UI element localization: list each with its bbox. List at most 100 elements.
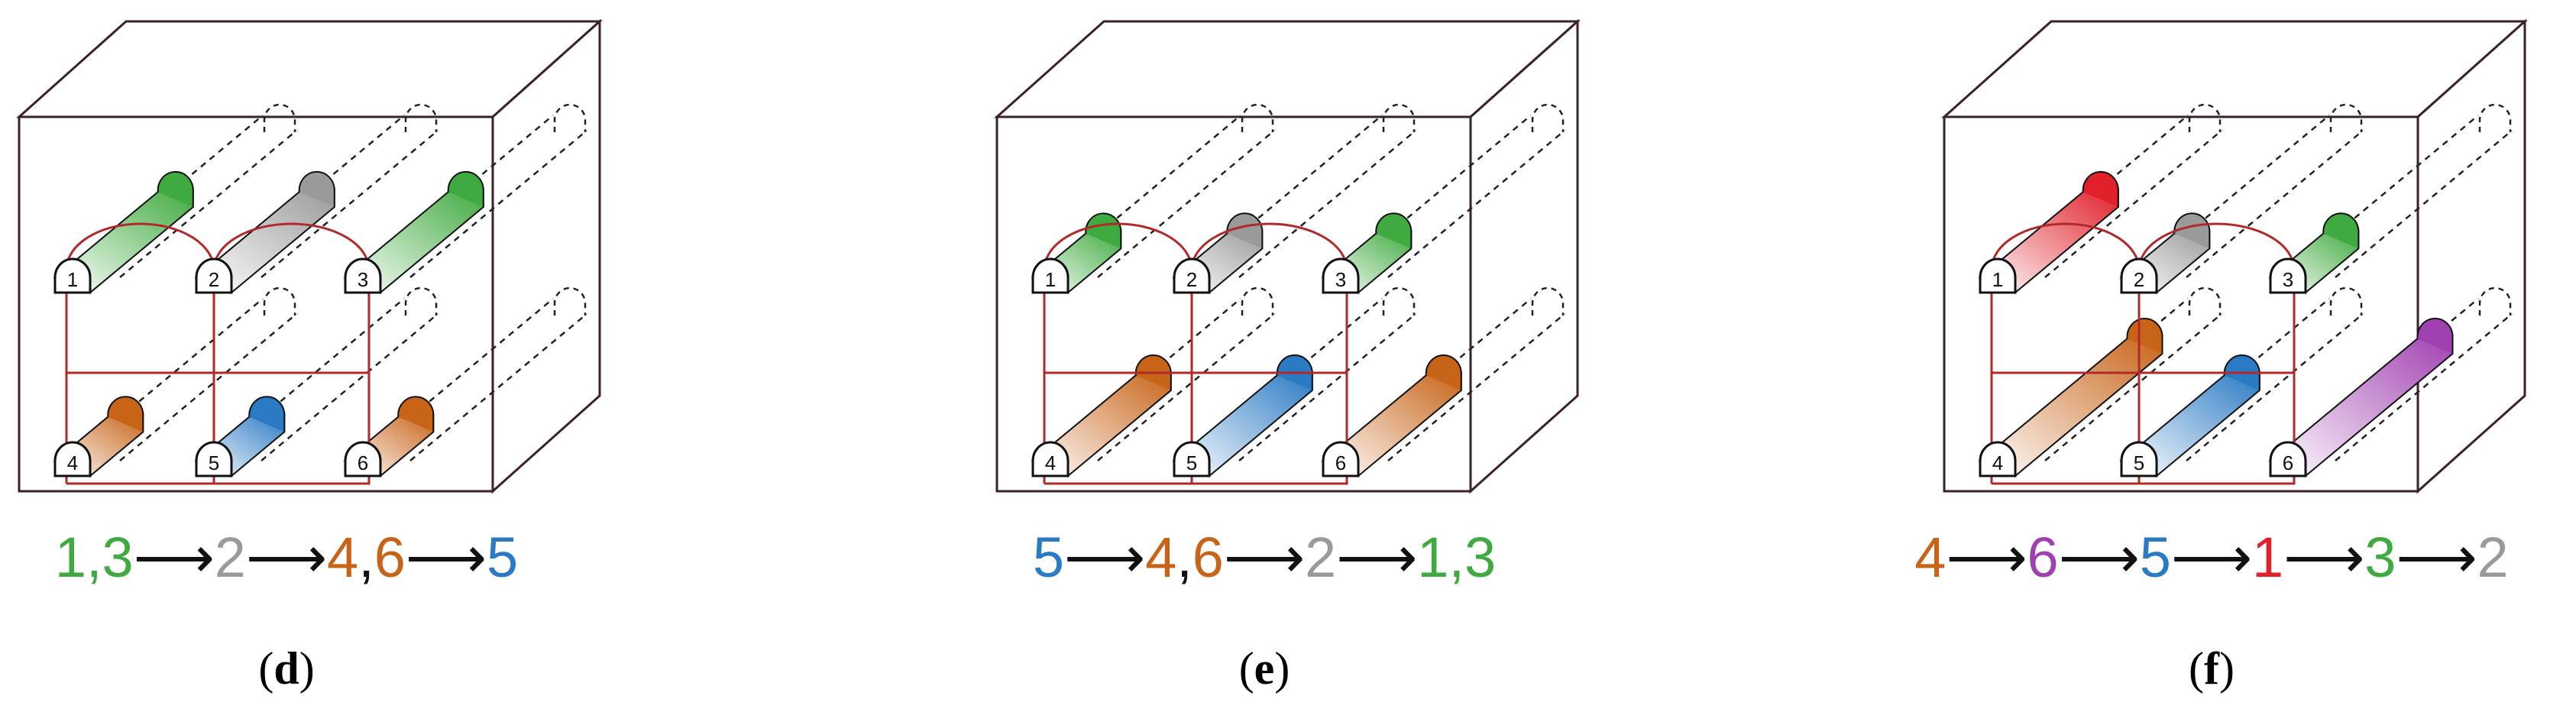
- segment-end-cap: [2082, 170, 2119, 207]
- tunnel-axis-line: [1097, 313, 1275, 461]
- segment-end-cap: [1425, 354, 1462, 390]
- tunnel-far-end: [263, 286, 296, 316]
- tunnel-number: 3: [2283, 268, 2293, 291]
- tunnel-section-1: 1: [1979, 257, 2017, 294]
- tunnel-sections: 1 2 3 4 5 6: [1979, 257, 2307, 477]
- segment-end-cap: [397, 396, 435, 432]
- panel-caption: (d): [258, 643, 314, 694]
- tunnel-number: 6: [1335, 451, 1346, 474]
- tunnel-section-5: 5: [195, 441, 233, 477]
- tunnel-number: 5: [1186, 451, 1197, 474]
- sequence-token: ⟶: [1946, 526, 2027, 589]
- sequence-token: ⟶: [1336, 526, 1417, 589]
- tunnel-axis-line: [2044, 130, 2222, 278]
- tunnel-section-3: 3: [2269, 257, 2307, 294]
- tunnel-axis-line: [1387, 130, 1565, 278]
- tunnel-axis-line: [1238, 130, 1416, 278]
- tunnel-section-4: 4: [53, 441, 92, 477]
- tunnel-section-4: 4: [1979, 441, 2017, 477]
- tunnel-axis-line: [1238, 313, 1416, 461]
- tunnel-far-end: [2329, 286, 2363, 316]
- sequence-token: 4: [1145, 526, 1176, 589]
- segment-end-cap: [447, 170, 484, 207]
- tunnel-axis-line: [2335, 130, 2513, 278]
- tunnel-number: 2: [209, 268, 219, 291]
- sequence-token: 2: [1305, 526, 1336, 589]
- segment-end-cap: [2126, 317, 2163, 354]
- rock-block: [1941, 18, 2528, 494]
- tunnel-axis-line: [409, 130, 587, 278]
- tunnel-number: 4: [1045, 451, 1056, 474]
- segment-end-cap: [107, 396, 144, 432]
- tunnel-section-3: 3: [1322, 257, 1360, 294]
- sequence-token: ⟶: [1064, 526, 1145, 589]
- excavated-segments: [1031, 212, 1462, 478]
- tunnel-axis-line: [2186, 313, 2364, 461]
- tunnel-number: 1: [67, 268, 78, 291]
- tunnel-number: 6: [358, 451, 368, 474]
- excavation-sequence: 4⟶6⟶5⟶1⟶3⟶2: [1914, 526, 2508, 589]
- rock-block: [16, 18, 603, 494]
- tunnel-section-2: 2: [195, 257, 233, 294]
- tunnel-section-2: 2: [1173, 257, 1211, 294]
- sequence-token: ⟶: [134, 526, 215, 589]
- sequence-token: ,: [1176, 526, 1193, 589]
- sequence-token: 5: [1033, 526, 1064, 589]
- sequence-token: 1,3: [55, 526, 134, 589]
- tunnel-number: 6: [2283, 451, 2293, 474]
- excavated-segments: [1978, 170, 2454, 478]
- segment-end-cap: [298, 170, 335, 207]
- block-front-face: [995, 115, 1472, 493]
- tunnel-axis-line: [261, 130, 439, 278]
- sequence-token: 4: [327, 526, 358, 589]
- sequence-token: 3: [2364, 526, 2396, 589]
- tunnel-section-6: 6: [2269, 441, 2307, 477]
- rock-block: [994, 18, 1581, 494]
- tunnel-section-5: 5: [1173, 441, 1211, 477]
- sequence-token: 2: [215, 526, 246, 589]
- excavated-segments: [53, 170, 484, 478]
- tunnel-axis-line: [409, 313, 587, 461]
- tunnel-number: 3: [358, 268, 368, 291]
- tunnel-number: 4: [67, 451, 78, 474]
- sequence-token: ⟶: [406, 526, 487, 589]
- sequence-token: 6: [1193, 526, 1224, 589]
- panel-caption: (f): [2189, 643, 2235, 694]
- tunnel-section-2: 2: [2120, 257, 2158, 294]
- tunnel-axis-line: [1097, 130, 1275, 278]
- segment-end-cap: [248, 396, 286, 432]
- segment-end-cap: [157, 170, 194, 207]
- sequence-token: ⟶: [246, 526, 327, 589]
- tunnel-axis-line: [2335, 313, 2513, 461]
- tunnel-number: 5: [209, 451, 219, 474]
- segment-end-cap: [2322, 212, 2360, 249]
- tunnel-number: 3: [1335, 268, 1346, 291]
- tunnel-number: 4: [1992, 451, 2003, 474]
- tunnel-axis-line: [119, 313, 297, 461]
- excavation-sequence: 1,3⟶2⟶4,6⟶5: [55, 526, 518, 589]
- segment-end-cap: [1375, 212, 1413, 249]
- tunnel-section-1: 1: [1031, 257, 1070, 294]
- tunnel-number: 1: [1045, 268, 1056, 291]
- sequence-token: 6: [2027, 526, 2059, 589]
- sequence-token: 2: [2477, 526, 2509, 589]
- tunnel-section-6: 6: [1322, 441, 1360, 477]
- tunnel-far-end: [1382, 286, 1416, 316]
- segment-end-cap: [1085, 212, 1122, 249]
- sequence-token: ⟶: [2283, 526, 2364, 589]
- tunnel-number: 1: [1992, 268, 2003, 291]
- tunnel-axis-line: [261, 313, 439, 461]
- tunnel-section-4: 4: [1031, 441, 1070, 477]
- segment-end-cap: [1226, 212, 1264, 249]
- block-front-face: [1943, 115, 2419, 493]
- panel-d: 1 2 3 4 5 6 1,3⟶2⟶4,6⟶5 (d): [16, 18, 603, 694]
- sequence-token: ⟶: [2396, 526, 2477, 589]
- tunnel-axis-line: [2186, 130, 2364, 278]
- tunnel-section-5: 5: [2120, 441, 2158, 477]
- sequence-token: 1: [2252, 526, 2283, 589]
- tunnel-number: 5: [2134, 451, 2144, 474]
- tunnel-section-6: 6: [344, 441, 382, 477]
- tunnel-axis-line: [1387, 313, 1565, 461]
- sequence-token: 4: [1914, 526, 1946, 589]
